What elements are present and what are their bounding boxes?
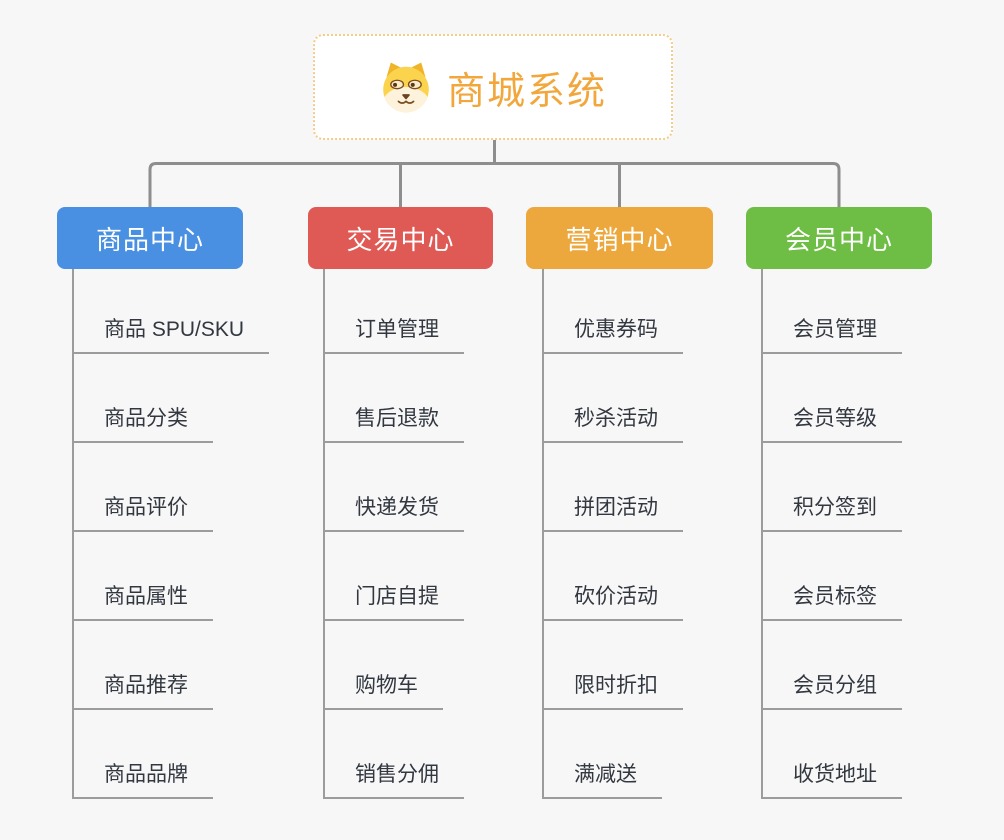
leaf-item[interactable]: 会员标签 (763, 580, 902, 621)
leaf-item[interactable]: 商品评价 (74, 491, 213, 532)
branch-node-marketing[interactable]: 营销中心 (526, 207, 713, 269)
leaf-item[interactable]: 拼团活动 (544, 491, 683, 532)
leaf-slot: 秒杀活动 (544, 354, 683, 443)
leaf-item[interactable]: 会员管理 (763, 313, 902, 354)
leaf-item[interactable]: 商品品牌 (74, 758, 213, 799)
leaf-item[interactable]: 满减送 (544, 758, 662, 799)
leaf-item[interactable]: 售后退款 (325, 402, 464, 443)
branch-label: 商品中心 (95, 224, 204, 255)
leaf-slot: 砍价活动 (544, 532, 683, 621)
leaf-item[interactable]: 会员分组 (763, 669, 902, 710)
branch-label: 交易中心 (346, 224, 455, 255)
leaf-slot: 会员标签 (763, 532, 902, 621)
branch-node-trade[interactable]: 交易中心 (308, 207, 493, 269)
leaf-slot: 售后退款 (325, 354, 464, 443)
leaf-item[interactable]: 门店自提 (325, 580, 464, 621)
leaf-slot: 拼团活动 (544, 443, 683, 532)
leaf-slot: 销售分佣 (325, 710, 464, 799)
leaf-item[interactable]: 收货地址 (763, 758, 902, 799)
leaf-slot: 门店自提 (325, 532, 464, 621)
leaf-item[interactable]: 积分签到 (763, 491, 902, 532)
leaf-slot: 订单管理 (325, 265, 464, 354)
leaf-slot: 优惠券码 (544, 265, 683, 354)
leaf-item[interactable]: 商品 SPU/SKU (74, 313, 270, 354)
branch-column-products: 商品 SPU/SKU 商品分类 商品评价 商品属性 商品推荐 商品品牌 (72, 265, 270, 799)
branch-column-members: 会员管理 会员等级 积分签到 会员标签 会员分组 收货地址 (761, 265, 902, 799)
leaf-item[interactable]: 销售分佣 (325, 758, 464, 799)
leaf-slot: 会员管理 (763, 265, 902, 354)
leaf-item[interactable]: 商品推荐 (74, 669, 213, 710)
leaf-slot: 满减送 (544, 710, 683, 799)
leaf-slot: 商品推荐 (74, 621, 269, 710)
leaf-slot: 快递发货 (325, 443, 464, 532)
leaf-item[interactable]: 限时折扣 (544, 669, 683, 710)
branch-label: 会员中心 (784, 224, 893, 255)
root-title: 商城系统 (446, 70, 607, 113)
dog-face-icon (383, 62, 429, 113)
leaf-item[interactable]: 会员等级 (763, 402, 902, 443)
leaf-item[interactable]: 砍价活动 (544, 580, 683, 621)
leaf-item[interactable]: 订单管理 (325, 313, 464, 354)
branch-node-members[interactable]: 会员中心 (746, 207, 932, 269)
leaf-slot: 积分签到 (763, 443, 902, 532)
leaf-slot: 限时折扣 (544, 621, 683, 710)
leaf-slot: 商品 SPU/SKU (74, 265, 270, 354)
leaf-item[interactable]: 优惠券码 (544, 313, 683, 354)
leaf-slot: 商品品牌 (74, 710, 269, 799)
leaf-item[interactable]: 秒杀活动 (544, 402, 683, 443)
leaf-item[interactable]: 购物车 (325, 669, 443, 710)
leaf-slot: 会员等级 (763, 354, 902, 443)
leaf-item[interactable]: 商品分类 (74, 402, 213, 443)
leaf-slot: 会员分组 (763, 621, 902, 710)
branch-node-products[interactable]: 商品中心 (57, 207, 243, 269)
leaf-slot: 收货地址 (763, 710, 902, 799)
leaf-item[interactable]: 快递发货 (325, 491, 464, 532)
branch-column-trade: 订单管理 售后退款 快递发货 门店自提 购物车 销售分佣 (323, 265, 464, 799)
leaf-slot: 商品属性 (74, 532, 269, 621)
leaf-item[interactable]: 商品属性 (74, 580, 213, 621)
branch-label: 营销中心 (565, 224, 674, 255)
leaf-slot: 商品评价 (74, 443, 269, 532)
root-node[interactable]: 商城系统 (313, 34, 673, 140)
leaf-slot: 购物车 (325, 621, 464, 710)
branch-column-marketing: 优惠券码 秒杀活动 拼团活动 砍价活动 限时折扣 满减送 (542, 265, 683, 799)
leaf-slot: 商品分类 (74, 354, 269, 443)
